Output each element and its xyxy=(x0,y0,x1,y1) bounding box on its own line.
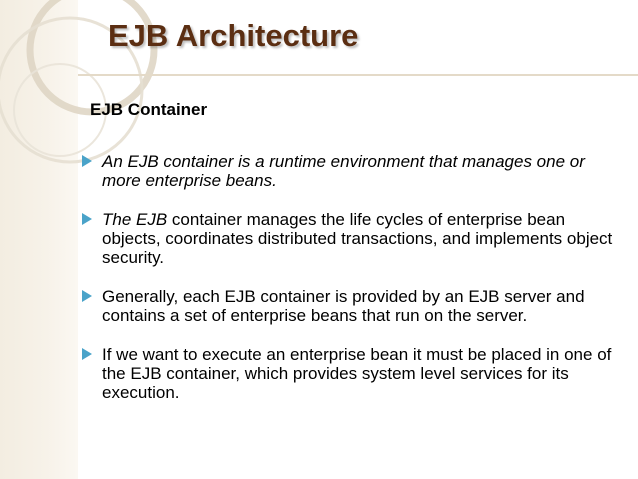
bullet-item: The EJB container manages the life cycle… xyxy=(78,210,626,267)
section-heading: EJB Container xyxy=(90,100,208,119)
triangle-bullet-icon xyxy=(82,290,92,302)
triangle-bullet-icon xyxy=(82,155,92,167)
bullet-text: container manages the life cycles of ent… xyxy=(102,210,613,267)
bullet-item: An EJB container is a runtime environmen… xyxy=(78,152,626,190)
triangle-bullet-icon xyxy=(82,213,92,225)
triangle-bullet-icon xyxy=(82,348,92,360)
bullet-italic-text: The EJB xyxy=(102,210,168,229)
bullet-text: If we want to execute an enterprise bean… xyxy=(102,345,612,402)
bullet-item: Generally, each EJB container is provide… xyxy=(78,287,626,325)
bullet-italic-text: An EJB container is a runtime environmen… xyxy=(102,152,585,190)
slide-title: EJB Architecture xyxy=(108,18,359,53)
title-divider xyxy=(78,74,638,76)
bullet-text: Generally, each EJB container is provide… xyxy=(102,287,585,325)
decorative-arcs xyxy=(0,0,158,164)
bullet-list: An EJB container is a runtime environmen… xyxy=(78,152,626,402)
bullet-item: If we want to execute an enterprise bean… xyxy=(78,345,626,402)
